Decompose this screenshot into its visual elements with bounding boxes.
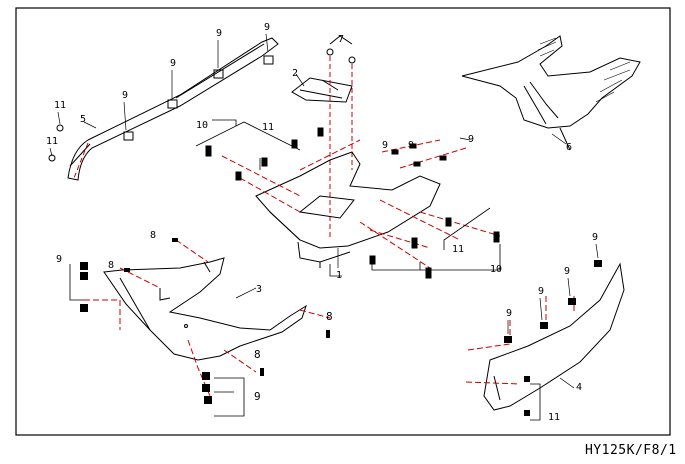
callout-9: 9 bbox=[56, 254, 62, 265]
bracket-lower bbox=[69, 264, 245, 417]
callout-9: 9 bbox=[216, 28, 222, 39]
callout-8: 8 bbox=[108, 260, 114, 271]
leader-lines bbox=[49, 33, 599, 389]
callout-labels: 1 2 3 4 5 6 7 8 8 8 8 9 9 9 9 9 9 9 9 9 … bbox=[46, 22, 598, 423]
callout-8: 8 bbox=[150, 230, 156, 241]
centerline bbox=[73, 142, 89, 179]
callout-10: 10 bbox=[490, 264, 502, 275]
part-3-lower-panel bbox=[103, 257, 307, 361]
callout-11: 11 bbox=[548, 412, 560, 423]
part-1-floor-panel bbox=[255, 151, 441, 268]
callout-11: 11 bbox=[452, 244, 464, 255]
callout-2: 2 bbox=[292, 68, 298, 79]
bolt-set bbox=[205, 127, 500, 279]
callout-9: 9 bbox=[170, 58, 176, 69]
callout-9: 9 bbox=[538, 286, 544, 297]
clip-set-lower bbox=[80, 238, 330, 404]
callout-7: 7 bbox=[338, 34, 344, 45]
callout-9: 9 bbox=[506, 308, 512, 319]
callout-3: 3 bbox=[256, 284, 262, 295]
callout-11: 11 bbox=[262, 122, 274, 133]
callout-1: 1 bbox=[336, 270, 342, 281]
part-4-side-cover bbox=[483, 262, 625, 411]
clip-set-4 bbox=[504, 260, 602, 416]
centerlines-lower bbox=[84, 239, 331, 397]
centerlines-4 bbox=[465, 296, 575, 385]
callout-11: 11 bbox=[54, 100, 66, 111]
part-5-side-rail bbox=[48, 37, 279, 181]
callout-6: 6 bbox=[566, 142, 572, 153]
hatch-6 bbox=[537, 37, 631, 103]
bracket-4 bbox=[530, 383, 541, 421]
diagram-border bbox=[15, 7, 671, 436]
callout-9: 9 bbox=[264, 22, 270, 33]
bracket-lines bbox=[195, 119, 501, 277]
centerlines-floor bbox=[221, 139, 501, 269]
drawing-code: HY125K/F8/1 bbox=[585, 443, 677, 458]
callout-10: 10 bbox=[196, 120, 208, 131]
part-2-cover bbox=[291, 48, 356, 103]
callout-4: 4 bbox=[576, 382, 582, 393]
callout-9: 9 bbox=[408, 140, 414, 151]
callout-5: 5 bbox=[80, 114, 86, 125]
callout-11: 11 bbox=[46, 136, 58, 147]
part-6-fairing bbox=[461, 35, 641, 151]
callout-8: 8 bbox=[254, 348, 261, 361]
callout-9: 9 bbox=[564, 266, 570, 277]
callout-9: 9 bbox=[592, 232, 598, 243]
callout-9: 9 bbox=[122, 90, 128, 101]
callout-9: 9 bbox=[254, 390, 261, 403]
leader-7 bbox=[329, 35, 353, 45]
callout-8: 8 bbox=[326, 310, 333, 323]
callout-9: 9 bbox=[382, 140, 388, 151]
callout-9: 9 bbox=[468, 134, 474, 145]
